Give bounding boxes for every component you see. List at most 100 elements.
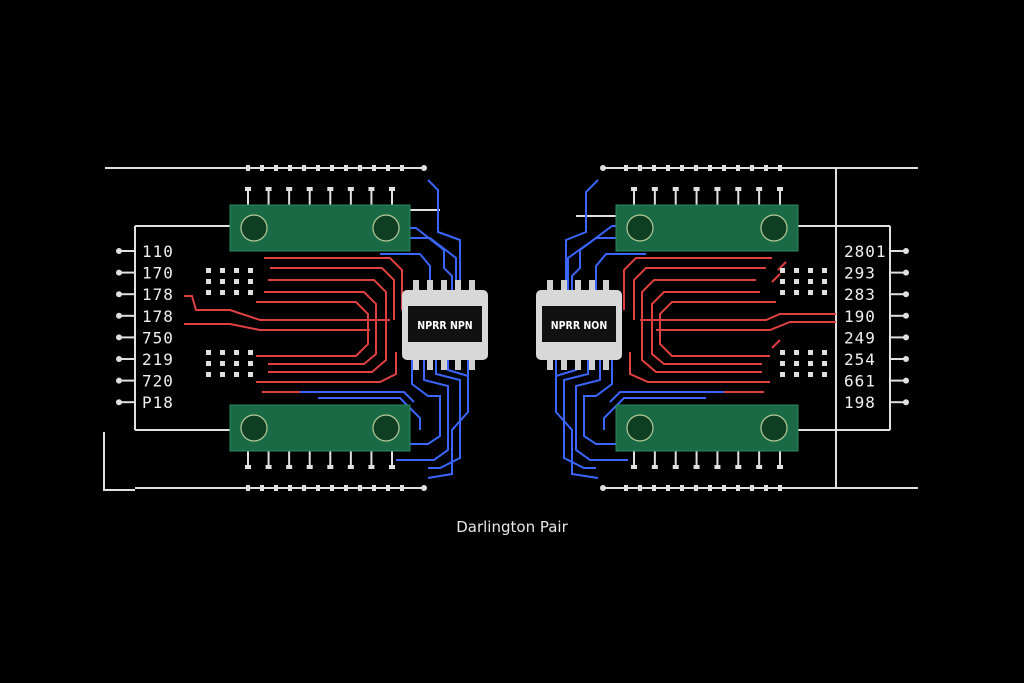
smd-pad — [206, 361, 211, 366]
pin-tip — [286, 187, 293, 191]
left-pad-array-top — [206, 268, 253, 295]
bus-tick — [666, 485, 670, 491]
mounting-pad — [760, 214, 788, 242]
smd-pad — [248, 361, 253, 366]
smd-pad — [206, 290, 211, 295]
bus-tick — [750, 485, 754, 491]
chip-label: NPRR NON — [551, 320, 608, 332]
bus-tick — [302, 165, 306, 171]
chip-pin — [441, 280, 447, 292]
chip-pin — [575, 358, 581, 370]
pin-tip — [777, 187, 783, 191]
right-pad-array-top — [780, 268, 827, 295]
pin-label: 254 — [844, 350, 876, 369]
pin-terminal — [903, 334, 909, 341]
pin-tip — [735, 187, 742, 191]
right-frame-wires — [576, 167, 918, 489]
left-bottom-board — [229, 404, 411, 469]
bus-tick — [624, 485, 628, 491]
smd-pad — [822, 279, 827, 284]
chip-pin — [427, 358, 433, 370]
bus-tick — [764, 165, 768, 171]
right-top-bus-ticks — [624, 165, 782, 171]
left-bottom-terminal — [421, 485, 427, 491]
smd-pad — [234, 290, 239, 295]
right-bottom-terminal — [600, 485, 606, 491]
smd-pad — [808, 290, 813, 295]
smd-pad — [780, 279, 785, 284]
pin-tip — [714, 465, 721, 469]
bus-tick — [246, 485, 250, 491]
smd-pad — [794, 268, 799, 273]
bus-tick — [652, 485, 656, 491]
pin-label: 661 — [844, 372, 876, 391]
bus-tick — [260, 485, 264, 491]
smd-pad — [220, 290, 225, 295]
left-transistor-chip: NPRR NPN — [402, 280, 488, 370]
pin-tip — [651, 465, 658, 469]
pin-terminal — [116, 334, 122, 341]
smd-pad — [780, 290, 785, 295]
chip-pin — [413, 280, 419, 292]
chip-pin — [469, 358, 475, 370]
smd-pad — [780, 350, 785, 355]
bus-tick — [372, 165, 376, 171]
pin-tip — [631, 187, 637, 191]
pin-tip — [265, 187, 272, 191]
pin-terminal — [903, 248, 909, 254]
pin-tip — [245, 465, 251, 469]
smd-pad — [808, 372, 813, 377]
bus-tick — [680, 165, 684, 171]
pin-tip — [327, 465, 334, 469]
smd-pad — [220, 361, 225, 366]
bus-tick — [736, 165, 740, 171]
chip-pin — [575, 280, 581, 292]
pin-tip — [306, 465, 313, 469]
bus-tick — [694, 485, 698, 491]
bus-tick — [330, 485, 334, 491]
pin-label: 219 — [142, 350, 174, 369]
pin-tip — [389, 465, 395, 469]
right-top-board — [615, 187, 799, 252]
bus-tick — [708, 165, 712, 171]
bus-tick — [344, 485, 348, 491]
right-bottom-board — [615, 404, 799, 469]
smd-pad — [248, 350, 253, 355]
pin-terminal — [903, 377, 909, 384]
smd-pad — [822, 361, 827, 366]
bus-tick — [638, 485, 642, 491]
smd-pad — [822, 268, 827, 273]
smd-pad — [234, 279, 239, 284]
smd-pad — [248, 372, 253, 377]
smd-pad — [206, 279, 211, 284]
pin-terminal — [116, 269, 122, 276]
smd-pad — [794, 350, 799, 355]
bus-tick — [400, 485, 404, 491]
smd-pad — [220, 279, 225, 284]
pin-label: 170 — [142, 264, 174, 283]
pin-terminal — [903, 356, 909, 362]
pin-tip — [306, 187, 313, 191]
smd-pad — [808, 350, 813, 355]
pin-label: 293 — [844, 264, 876, 283]
pin-label: 178 — [142, 285, 174, 304]
smd-pad — [206, 372, 211, 377]
mounting-pad — [240, 414, 268, 442]
bus-tick — [316, 165, 320, 171]
bus-tick — [778, 485, 782, 491]
smd-pad — [248, 279, 253, 284]
chip-pin — [603, 358, 609, 370]
chip-pin — [427, 280, 433, 292]
pin-tip — [693, 465, 700, 469]
bus-tick — [666, 165, 670, 171]
pin-tip — [368, 187, 375, 191]
pin-tip — [347, 187, 354, 191]
mounting-pad — [372, 214, 400, 242]
smd-pad — [808, 361, 813, 366]
pin-tip — [631, 465, 637, 469]
pin-tip — [389, 187, 395, 191]
pin-label: 110 — [142, 242, 174, 261]
pin-tip — [735, 465, 742, 469]
